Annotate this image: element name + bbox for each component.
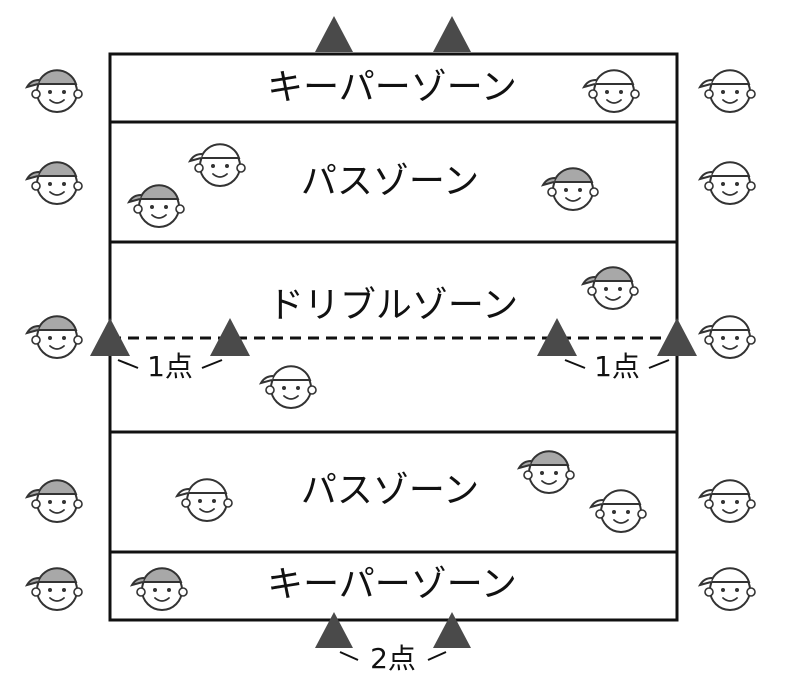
player-face-icon xyxy=(177,479,232,521)
player-face-icon xyxy=(27,568,82,610)
bottom-goal-bracket xyxy=(339,651,359,661)
player-face-icon xyxy=(190,144,245,186)
cone-icon xyxy=(210,318,250,356)
bottom-goal-points: 2点 xyxy=(370,642,416,675)
player-face-icon xyxy=(129,185,184,227)
zone-label-dribble: ドリブルゾーン xyxy=(268,285,518,326)
player-face-icon xyxy=(27,70,82,112)
player-face-icon xyxy=(700,568,755,610)
zone-label-top-keeper: キーパーゾーン xyxy=(267,67,517,108)
cone-icon xyxy=(433,612,471,648)
zone-label-bottom-keeper: キーパーゾーン xyxy=(267,564,517,605)
cone-icon xyxy=(315,612,353,648)
right-goal-bracket xyxy=(564,359,586,369)
field-boundary xyxy=(108,52,679,622)
right-goal-bracket xyxy=(648,359,670,369)
player-face-icon xyxy=(583,267,638,309)
player-face-icon xyxy=(591,490,646,532)
player-face-icon xyxy=(27,316,82,358)
player-face-icon xyxy=(27,162,82,204)
cone-icon xyxy=(315,16,353,52)
bottom-goal-bracket xyxy=(427,651,447,661)
player-face-icon xyxy=(543,168,598,210)
cone-icon xyxy=(537,318,577,356)
zone-label-top-pass: パスゾーン xyxy=(301,161,479,202)
cone-icon xyxy=(90,318,130,356)
player-face-icon xyxy=(584,70,639,112)
player-face-icon xyxy=(27,480,82,522)
player-face-icon xyxy=(261,366,316,408)
left-goal-bracket xyxy=(201,359,223,369)
right-goal-points: 1点 xyxy=(594,350,640,383)
player-face-icon xyxy=(700,316,755,358)
cone-icon xyxy=(433,16,471,52)
cone-icon xyxy=(657,318,697,356)
player-face-icon xyxy=(132,568,187,610)
player-face-icon xyxy=(519,451,574,493)
left-goal-points: 1点 xyxy=(147,350,193,383)
player-face-icon xyxy=(700,70,755,112)
left-goal-bracket xyxy=(117,359,139,369)
zone-label-bottom-pass: パスゾーン xyxy=(301,470,479,511)
player-face-icon xyxy=(700,162,755,204)
player-face-icon xyxy=(700,480,755,522)
